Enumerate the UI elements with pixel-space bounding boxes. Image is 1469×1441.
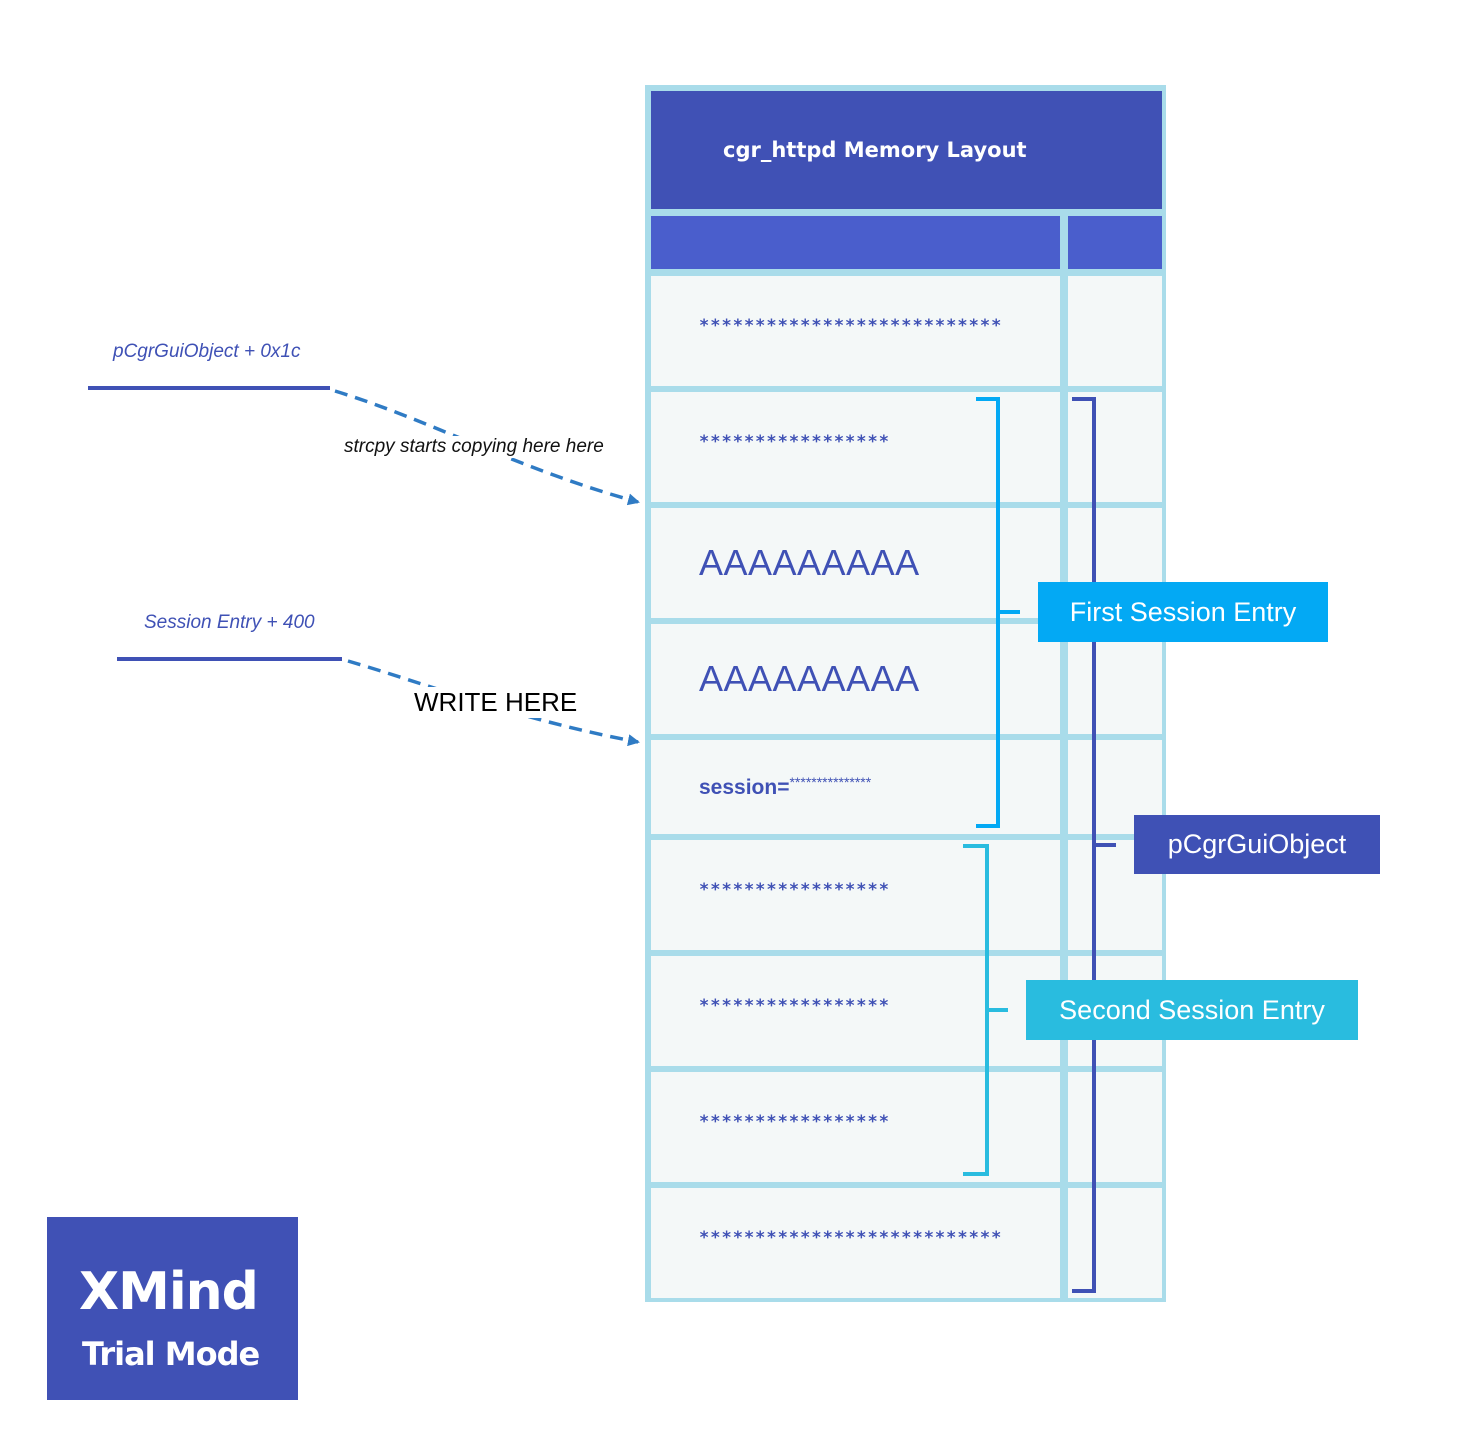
row-value: *****************	[699, 1112, 890, 1132]
object-bracket	[1072, 397, 1116, 1293]
pointer-label: pCgrGuiObject + 0x1c	[113, 341, 301, 362]
table-row: ***************************	[651, 1188, 1060, 1298]
table-title: cgr_httpd Memory Layout	[723, 138, 1027, 162]
table-header-cell-right	[1068, 216, 1162, 269]
watermark-title: XMind	[79, 1262, 259, 1322]
table-row: session=***************	[651, 740, 1060, 834]
arrow-annotation: strcpy starts copying here here	[342, 436, 606, 458]
row-value: AAAAAAAAA	[699, 658, 920, 699]
row-value: ***************************	[699, 1228, 1003, 1248]
session-stars: ***************	[789, 774, 872, 790]
row-value: AAAAAAAAA	[699, 542, 920, 583]
second-entry-bracket	[963, 844, 1008, 1176]
table-row: *****************	[651, 1072, 1060, 1182]
pointer-label: Session Entry + 400	[144, 612, 315, 633]
session-key: session=	[699, 776, 790, 799]
table-row: *****************	[651, 840, 1060, 950]
table-row-side	[1068, 1188, 1162, 1298]
table-row-side	[1068, 1072, 1162, 1182]
arrow-annotation: WRITE HERE	[412, 687, 580, 718]
table-row: *****************	[651, 392, 1060, 502]
table-row-side	[1068, 624, 1162, 734]
table-row-side	[1068, 276, 1162, 386]
watermark-subtitle: Trial Mode	[82, 1335, 260, 1373]
table-row-side	[1068, 392, 1162, 502]
first-entry-bracket	[976, 397, 1020, 828]
second-session-entry-label: Second Session Entry	[1026, 980, 1358, 1040]
row-value: *****************	[699, 996, 890, 1016]
table-header-cell-left	[651, 216, 1060, 269]
table-row: AAAAAAAAA	[651, 624, 1060, 734]
xmind-watermark: XMind Trial Mode	[47, 1217, 298, 1400]
row-value: *****************	[699, 880, 890, 900]
table-row: AAAAAAAAA	[651, 508, 1060, 618]
row-value: ***************************	[699, 316, 1003, 336]
table-row: ***************************	[651, 276, 1060, 386]
pcgrguiobject-label: pCgrGuiObject	[1134, 815, 1380, 874]
row-value: *****************	[699, 432, 890, 452]
table-title-cell: cgr_httpd Memory Layout	[651, 91, 1162, 209]
first-session-entry-label: First Session Entry	[1038, 582, 1328, 642]
session-cookie-value: session=***************	[699, 774, 872, 800]
